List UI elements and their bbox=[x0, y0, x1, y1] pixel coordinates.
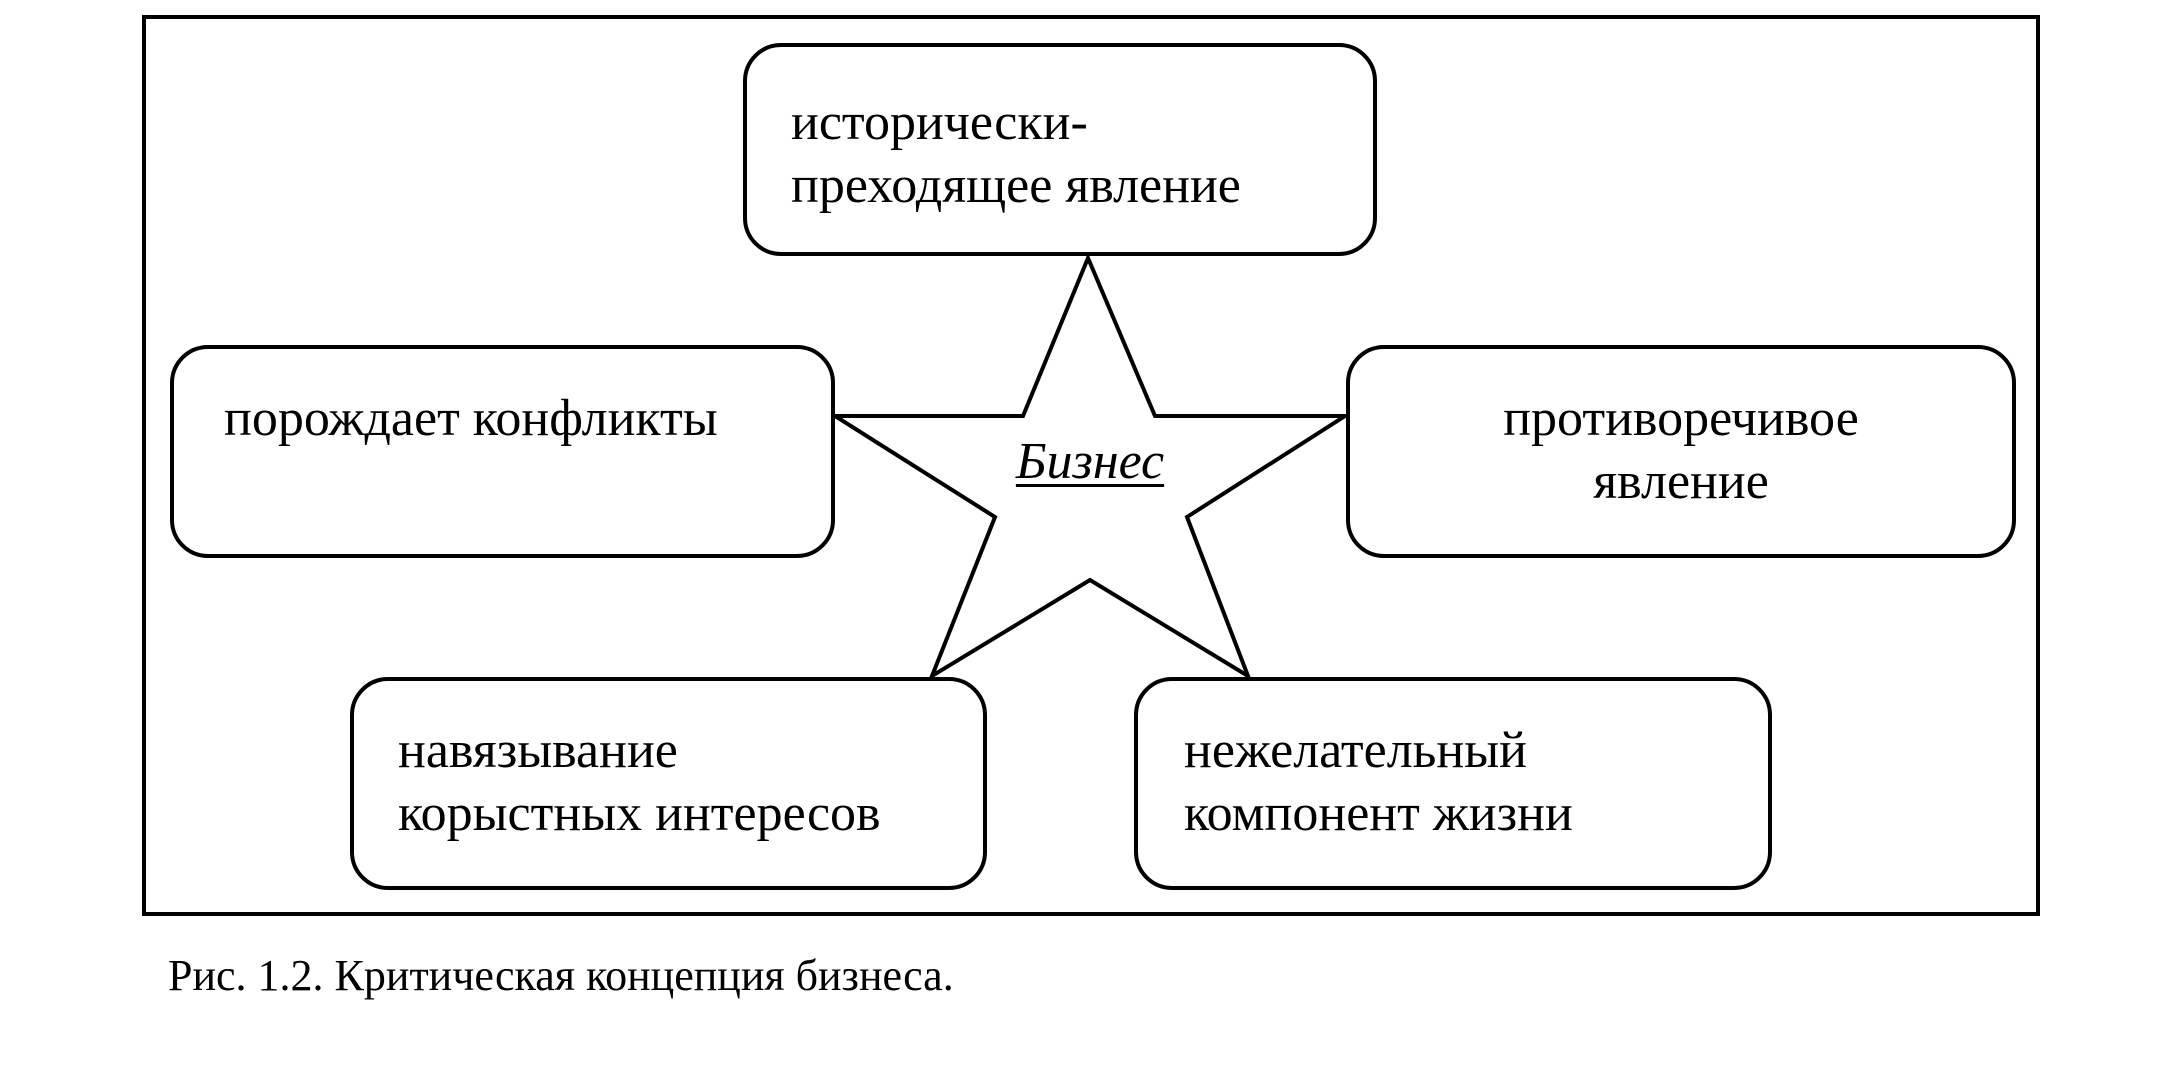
node-contradictory-phenomenon: противоречивое явление bbox=[1346, 345, 2016, 558]
node-text-line: компонент жизни bbox=[1184, 785, 1573, 843]
node-text-line: корыстных интересов bbox=[398, 785, 881, 843]
node-undesirable-component: нежелательный компонент жизни bbox=[1134, 677, 1772, 890]
node-text-line: навязывание bbox=[398, 722, 678, 779]
node-text-line: порождает конфликты bbox=[224, 390, 718, 447]
node-generates-conflicts: порождает конфликты bbox=[170, 345, 835, 558]
center-label-business: Бизнес bbox=[1015, 433, 1165, 490]
node-text-line: преходящее явление bbox=[791, 157, 1241, 215]
node-text-line: исторически- bbox=[791, 94, 1088, 151]
node-text-line: нежелательный bbox=[1184, 722, 1527, 779]
node-imposing-selfish-interests: навязывание корыстных интересов bbox=[350, 677, 987, 890]
node-text-line: противоречивое bbox=[1503, 390, 1859, 447]
node-text-line: явление bbox=[1593, 453, 1769, 511]
figure-caption: Рис. 1.2. Критическая концепция бизнеса. bbox=[168, 951, 954, 1000]
star-outline bbox=[828, 252, 1352, 681]
node-historically-transient: исторически- преходящее явление bbox=[743, 43, 1377, 256]
diagram-frame bbox=[142, 15, 2040, 916]
